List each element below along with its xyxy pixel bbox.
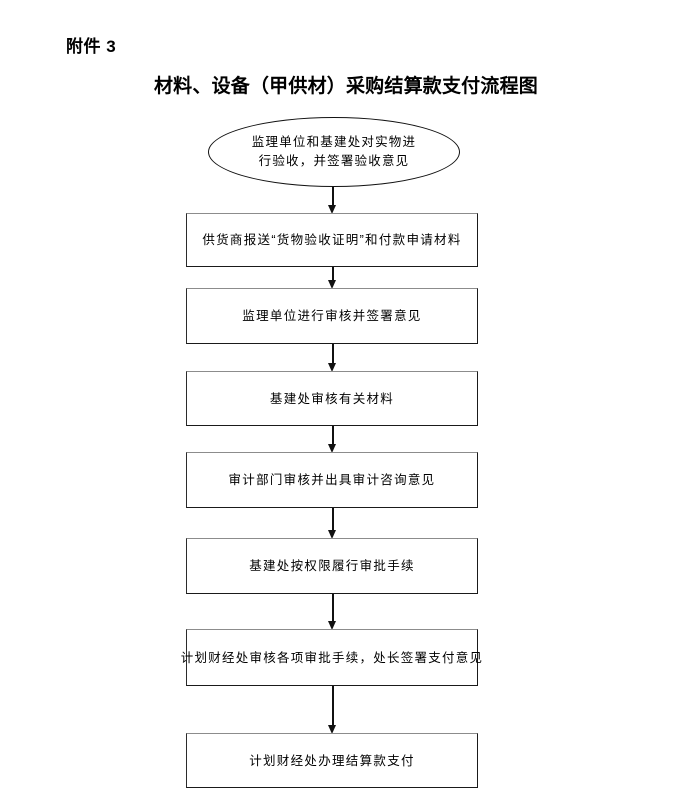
- flow-step-3: 基建处审核有关材料: [186, 371, 478, 426]
- attachment-label: 附件 3: [66, 37, 117, 56]
- flow-step-1-label: 供货商报送“货物验收证明”和付款申请材料: [202, 233, 462, 247]
- page-title: 材料、设备（甲供材）采购结算款支付流程图: [153, 76, 538, 97]
- flow-step-5-label: 基建处按权限履行审批手续: [249, 559, 415, 573]
- flow-step-6-label: 计划财经处审核各项审批手续，处长签署支付意见: [180, 650, 484, 665]
- flow-arrow-down-icon-4: [328, 426, 337, 453]
- flow-arrow-down-icon-7: [328, 686, 337, 734]
- flow-start-node-label: 监理单位和基建处对实物进 行验收，并签署验收意见: [251, 135, 417, 168]
- flow-step-7: 计划财经处办理结算款支付: [186, 733, 478, 788]
- flow-step-3-label: 基建处审核有关材料: [269, 391, 395, 406]
- flow-arrow-down-icon-3: [328, 344, 337, 372]
- flow-arrow-down-icon-2: [328, 267, 337, 289]
- flow-step-4: 审计部门审核并出具审计咨询意见: [186, 452, 478, 508]
- flow-step-2-label: 监理单位进行审核并签署意见: [242, 309, 422, 323]
- flow-arrow-down-icon-5: [328, 508, 337, 539]
- flow-step-2: 监理单位进行审核并签署意见: [186, 288, 478, 344]
- flow-step-5: 基建处按权限履行审批手续: [186, 538, 478, 594]
- flow-step-6: 计划财经处审核各项审批手续，处长签署支付意见: [181, 629, 482, 686]
- flow-arrow-down-icon-1: [328, 186, 337, 214]
- flow-arrow-down-icon-6: [328, 594, 337, 630]
- flow-step-7-label: 计划财经处办理结算款支付: [249, 753, 415, 768]
- flow-start-node: 监理单位和基建处对实物进 行验收，并签署验收意见: [208, 117, 460, 187]
- flow-step-4-label: 审计部门审核并出具审计咨询意见: [228, 473, 436, 487]
- flow-step-1: 供货商报送“货物验收证明”和付款申请材料: [186, 213, 478, 267]
